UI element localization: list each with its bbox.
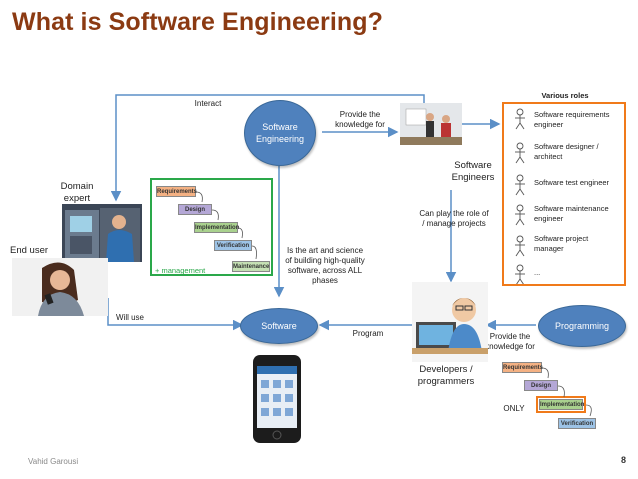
provide-knowledge-label-bottom: Provide the knowledge for [485, 332, 535, 351]
various-roles-label: Various roles [541, 91, 589, 100]
phase-design: Design [178, 204, 212, 215]
bottom-process-diagram: Requirements Design Implementation Verif… [500, 360, 620, 436]
person-icon [515, 235, 525, 257]
role-requirements-engineer: Software requirements engineer [534, 110, 610, 129]
developer-cartoon [412, 282, 488, 362]
software-engineering-node-text: Software Engineering [255, 122, 305, 144]
will-use-label: Will use [116, 313, 145, 322]
domain-expert-photo [62, 204, 142, 262]
interact-label: Interact [194, 99, 222, 108]
role-test-engineer: Software test engineer [534, 178, 610, 187]
is-art-label: Is the art and science of building high-… [285, 246, 365, 285]
program-label: Program [352, 329, 384, 338]
page-number: 8 [621, 455, 627, 465]
person-icon [515, 174, 525, 196]
phase-flow-arrows [195, 191, 257, 260]
stick-figures [515, 108, 525, 284]
can-play-role-label: Can play the role of / manage projects [419, 209, 489, 228]
developers-label: Developers / programmers [417, 364, 475, 387]
process-diagram-box: Requirements Design Implementation Verif… [150, 178, 273, 276]
software-node-text: Software [261, 321, 297, 331]
footer-author: Vahid Garousi [28, 457, 79, 466]
software-node: Software [240, 308, 318, 344]
role-maintenance-engineer: Software maintenance engineer [534, 204, 609, 223]
phase-requirements: Requirements [156, 186, 197, 197]
management-label: + management [155, 266, 206, 275]
domain-expert-label: Domain expert [60, 181, 94, 204]
will-use-arrow [107, 298, 244, 331]
page-title: What is Software Engineering? [12, 8, 383, 36]
person-icon [515, 108, 525, 130]
phase-maintenance: Maintenance [232, 261, 270, 272]
bottom-phase-flow-arrows [541, 367, 592, 417]
bottom-phase-design: Design [524, 380, 558, 391]
end-user-photo [12, 258, 108, 316]
person-icon [515, 142, 525, 164]
software-engineers-label: Software Engineers [451, 160, 495, 183]
end-user-label: End user [10, 245, 49, 256]
programming-node-text: Programming [554, 321, 610, 331]
person-icon [515, 264, 525, 284]
role-designer-architect: Software designer / architect [534, 142, 599, 161]
only-label: ONLY [503, 404, 525, 413]
phase-implementation: Implementation [194, 222, 239, 233]
smartphone-image [253, 355, 301, 443]
programming-node: Programming [538, 305, 626, 347]
roles-box: Software requirements engineer Software … [502, 102, 626, 286]
role-ellipsis: ... [534, 268, 541, 277]
person-icon [515, 204, 525, 226]
bottom-phase-verification: Verification [558, 418, 596, 429]
role-project-manager: Software project manager [534, 234, 589, 253]
provide-knowledge-label-top: Provide the knowledge for [335, 110, 385, 129]
bottom-phase-implementation: Implementation [539, 399, 584, 410]
software-engineering-node: Software Engineering [244, 100, 316, 166]
bottom-phase-requirements: Requirements [502, 362, 543, 373]
software-engineers-photo [400, 103, 462, 145]
phase-verification: Verification [214, 240, 252, 251]
